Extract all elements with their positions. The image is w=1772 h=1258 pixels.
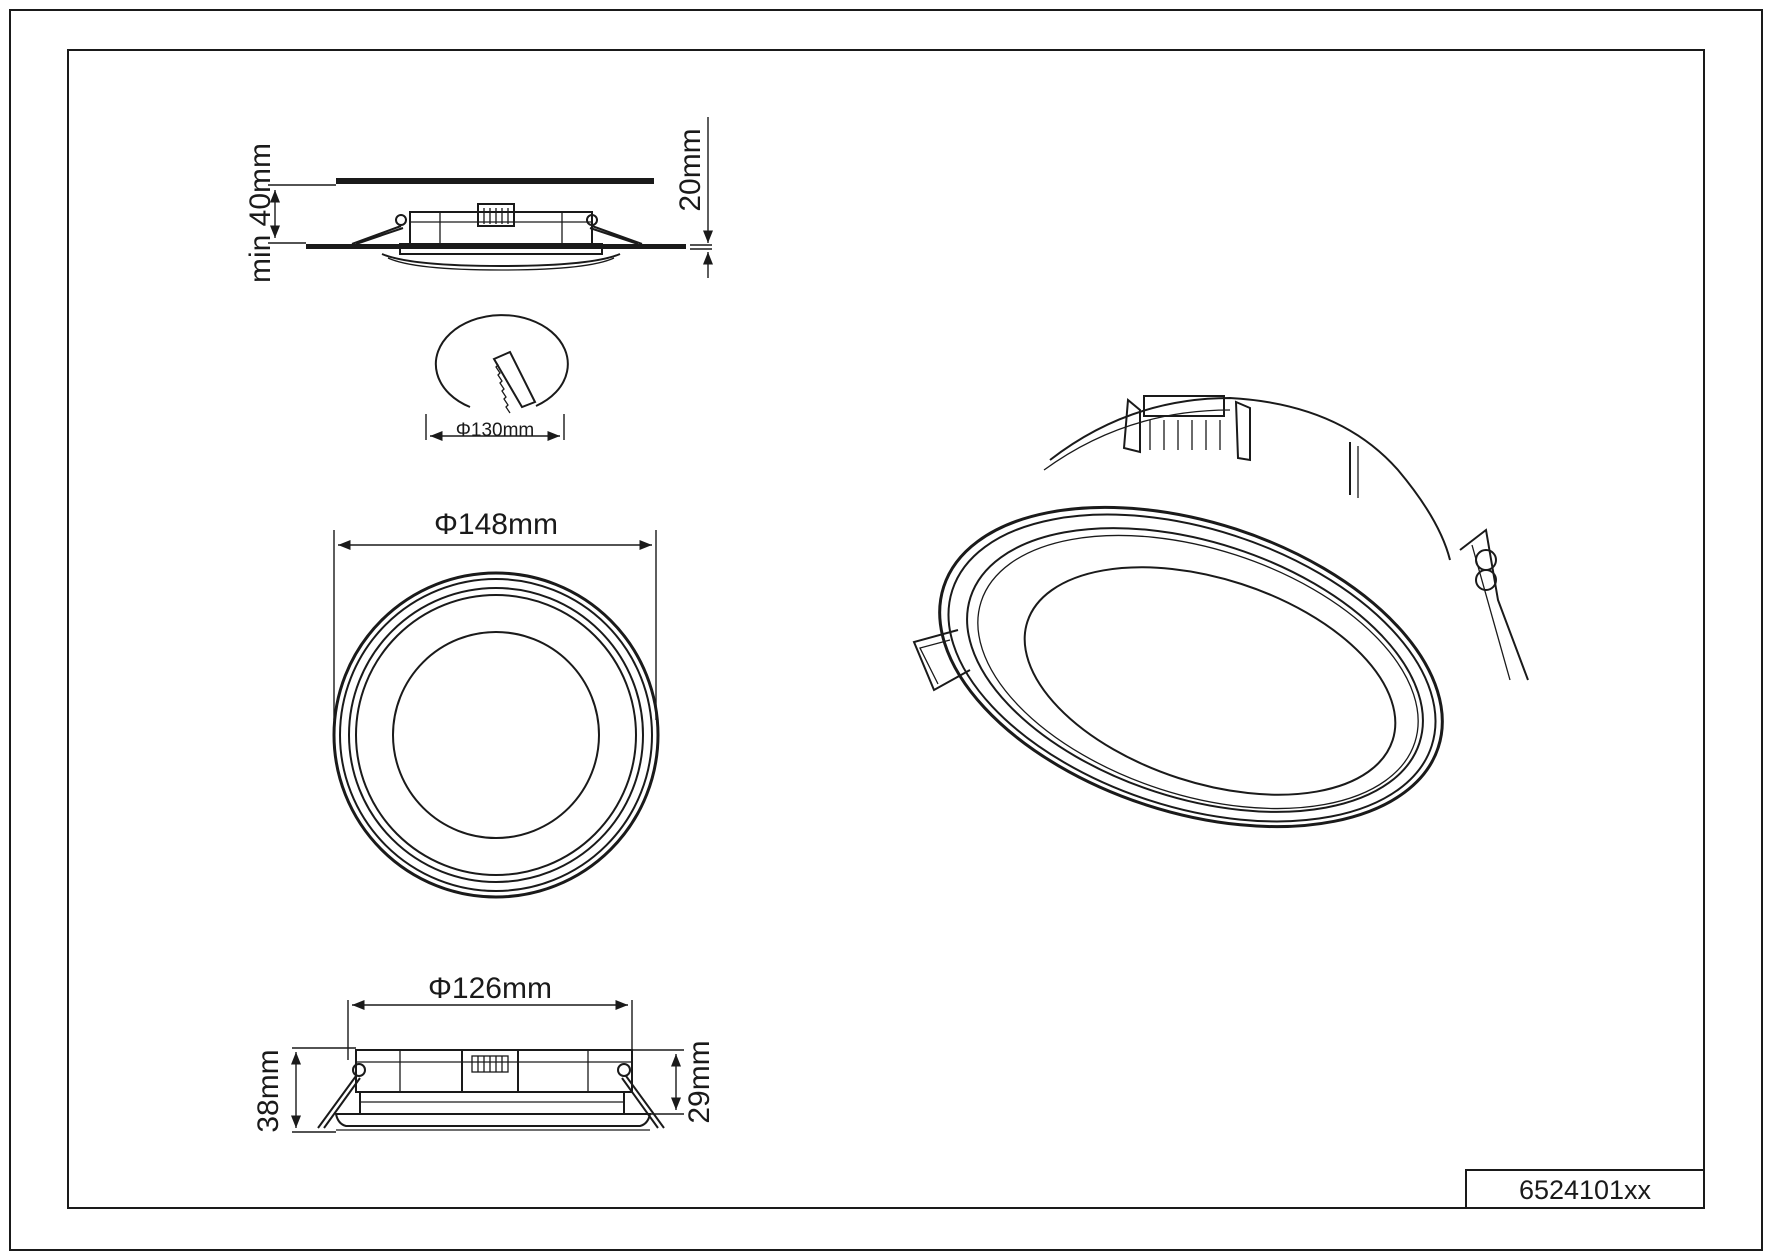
title-block: 6524101xx bbox=[1465, 1169, 1705, 1209]
label-38mm: 38mm bbox=[252, 1049, 285, 1132]
label-126mm: Φ126mm bbox=[428, 972, 552, 1005]
side-view-bottom: Φ126mm 38mm 29mm bbox=[252, 972, 716, 1133]
label-29mm: 29mm bbox=[683, 1040, 716, 1123]
outer-border bbox=[9, 9, 1763, 1251]
inner-border bbox=[67, 49, 1705, 1209]
part-number: 6524101xx bbox=[1519, 1175, 1652, 1205]
label-cutout: Φ130mm bbox=[456, 420, 535, 441]
perspective-view bbox=[912, 395, 1529, 829]
label-20mm: 20mm bbox=[674, 128, 707, 211]
side-view-installed bbox=[306, 178, 686, 271]
label-148mm: Φ148mm bbox=[434, 508, 558, 541]
cutout-hole: Φ130mm bbox=[425, 314, 569, 442]
label-min-40mm: min 40mm bbox=[244, 143, 277, 283]
dimension-20mm: 20mm bbox=[674, 117, 714, 278]
dimension-min-40mm: min 40mm bbox=[244, 143, 336, 283]
front-view: Φ148mm bbox=[332, 508, 660, 899]
